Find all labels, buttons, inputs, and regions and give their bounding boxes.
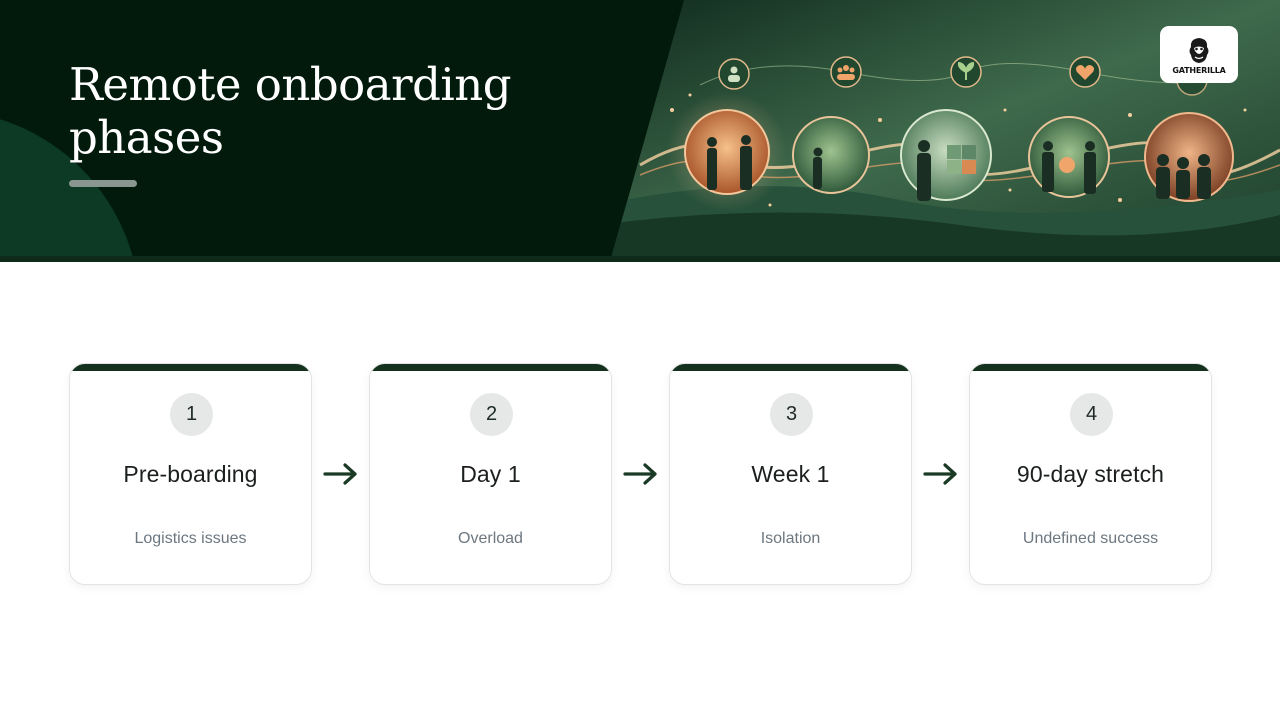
page-title: Remote onboarding phases xyxy=(69,58,512,164)
phase-title: 90-day stretch xyxy=(1016,461,1165,487)
header-banner: Remote onboarding phases GATHERILLA xyxy=(0,0,1280,262)
phase-card-3: 3 Week 1 Isolation xyxy=(669,363,912,585)
phase-issue: Isolation xyxy=(760,530,821,547)
arrow-right-icon xyxy=(623,463,657,485)
phase-title: Day 1 xyxy=(460,461,521,487)
phase-number-badge: 4 xyxy=(1070,393,1113,436)
person-icon xyxy=(718,58,750,90)
group-icon xyxy=(830,56,862,88)
title-underline xyxy=(69,180,137,187)
phase-issue: Undefined success xyxy=(1022,530,1159,547)
card-accent-bar xyxy=(970,364,1211,371)
phase-issue: Overload xyxy=(458,530,523,547)
phase-card-4: 4 90-day stretch Undefined success xyxy=(969,363,1212,585)
card-accent-bar xyxy=(670,364,911,371)
card-accent-bar xyxy=(370,364,611,371)
phase-title: Week 1 xyxy=(751,461,830,487)
header-divider xyxy=(0,256,1280,262)
phase-number-badge: 1 xyxy=(170,393,213,436)
arrow-right-icon xyxy=(923,463,957,485)
phase-issue: Logistics issues xyxy=(134,530,247,547)
brand-logo: GATHERILLA xyxy=(1160,26,1238,83)
heart-hand-icon xyxy=(1069,56,1101,88)
arrow-right-icon xyxy=(323,463,357,485)
phase-number-badge: 2 xyxy=(470,393,513,436)
phase-card-2: 2 Day 1 Overload xyxy=(369,363,612,585)
phase-title: Pre-boarding xyxy=(123,461,258,487)
phase-card-1: 1 Pre-boarding Logistics issues xyxy=(69,363,312,585)
logo-text: GATHERILLA xyxy=(1172,65,1226,75)
sprout-icon xyxy=(950,56,982,88)
phase-number-badge: 3 xyxy=(770,393,813,436)
gorilla-mascot-icon xyxy=(1189,37,1209,63)
card-accent-bar xyxy=(70,364,311,371)
